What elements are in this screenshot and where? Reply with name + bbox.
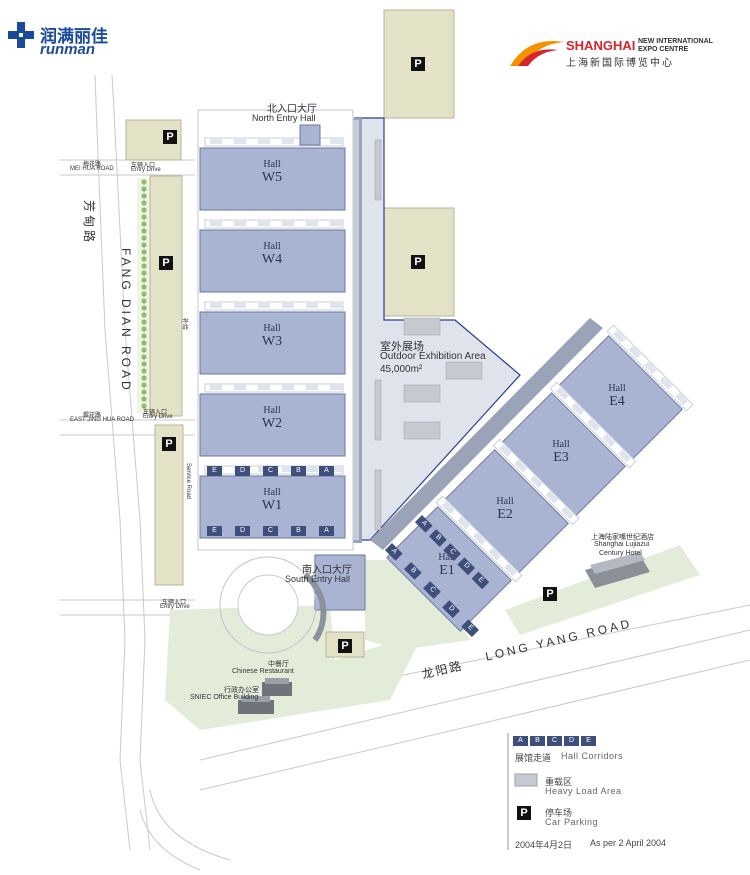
restaurant-cn: 中餐厅 (268, 661, 289, 668)
parking-icon: P (163, 130, 177, 144)
fang-dian-road-en: FANG DIAN ROAD (119, 248, 133, 393)
legend-date-en: As per 2 April 2004 (590, 838, 667, 848)
legend-parking-en: Car Parking (545, 817, 599, 827)
restaurant-building (262, 678, 292, 696)
hall-w2 (199, 383, 346, 457)
sniec-line1: NEW INTERNATIONAL (638, 38, 713, 45)
hall-w3 (199, 301, 346, 375)
legend-heavy-cn: 重载区 (545, 777, 573, 787)
sniec-logo-icon (508, 36, 564, 73)
legend-heavy-en: Heavy Load Area (545, 786, 622, 796)
hall-e2 (443, 438, 580, 575)
east-jing-hua-road-cn: 樱花路 (83, 413, 102, 419)
north-entry-hall-en: North Entry Hall (252, 113, 316, 123)
parking-icon: P (159, 256, 173, 270)
legend-date-cn: 2004年4月2日 (515, 840, 573, 850)
legend-heavy-swatch (514, 773, 538, 787)
hotel-building (585, 552, 650, 588)
mei-hua-road-en: MEI HUA ROAD (70, 166, 114, 172)
hall-w4 (199, 219, 346, 293)
parking-icon: P (543, 587, 557, 601)
entry-drive-en: Entry Drive (131, 167, 161, 173)
entry-drive-en: Entry Drive (143, 414, 173, 420)
green-area-hotel (505, 545, 700, 635)
entry-drive-en: Entry Drive (160, 604, 190, 610)
parking-icon: P (162, 437, 176, 451)
sniec-cn: 上海新国际博览中心 (566, 58, 674, 69)
restaurant-en: Chinese Restaurant (232, 668, 294, 675)
sniec-brand: SHANGHAI (566, 38, 636, 53)
hall-e1 (386, 495, 523, 632)
north-entry-hall-block (299, 124, 321, 146)
runman-logo-cn: 润满丽佳 (40, 27, 108, 46)
office-building (238, 696, 274, 714)
east-jing-hua-road-en: EAST JING HUA ROAD (70, 417, 134, 423)
parking-icon: P (411, 255, 425, 269)
entry-drive-cn: 车辆入口 (162, 600, 187, 606)
parking-icon: P (411, 57, 425, 71)
legend-corridors-en: Hall Corridors (561, 751, 624, 761)
office-en: SNIEC Office Building (190, 694, 259, 701)
south-entry-hall-cn: 南入口大厅 (302, 565, 352, 576)
fang-dian-road-cn: 芳甸路 (82, 200, 96, 246)
legend-parking-icon: P (517, 806, 531, 820)
runman-logo-en: runman (40, 41, 96, 58)
hotel-en1: Shanghai Lujiazui (594, 541, 650, 548)
parking-lot-nw (125, 119, 182, 161)
entry-drive-cn: 车辆入口 (143, 410, 168, 416)
hall-w5 (199, 137, 346, 211)
north-entry-hall-cn: 北入口大厅 (267, 104, 317, 115)
green-area-entry (365, 560, 470, 650)
east-spine (370, 318, 603, 550)
parking-icon: P (338, 639, 352, 653)
legend-corridors-cn: 展馆走道 (515, 753, 552, 763)
outdoor-area-en: Outdoor Exhibition Area (380, 351, 486, 362)
legend-parking-cn: 停车场 (545, 808, 573, 818)
parking-lot-sw (154, 424, 184, 586)
entry-drive-cn: 车辆入口 (131, 163, 156, 169)
mei-hua-road-cn: 梅花路 (83, 162, 102, 168)
hotel-cn: 上海陆家嘴世纪酒店 (591, 534, 654, 541)
circular-plaza (219, 556, 327, 654)
sniec-line2: EXPO CENTRE (638, 46, 689, 53)
side-road-label: 补给 (181, 318, 187, 331)
outdoor-area-size: 45,000m² (380, 364, 423, 375)
hotel-en2: Century Hotel (599, 550, 642, 557)
service-road-label: Service Road (185, 463, 191, 500)
office-cn: 行政办公室 (224, 687, 259, 694)
hall-e4 (557, 324, 694, 461)
runman-logo-icon (8, 22, 34, 48)
south-entry-hall-en: South Entry Hall (285, 574, 351, 584)
east-halls (386, 324, 694, 632)
hall-e3 (500, 381, 637, 518)
parking-lot-w (149, 175, 183, 417)
outdoor-area-cn: 室外展场 (380, 341, 424, 353)
heavy-load-blocks (374, 139, 483, 531)
